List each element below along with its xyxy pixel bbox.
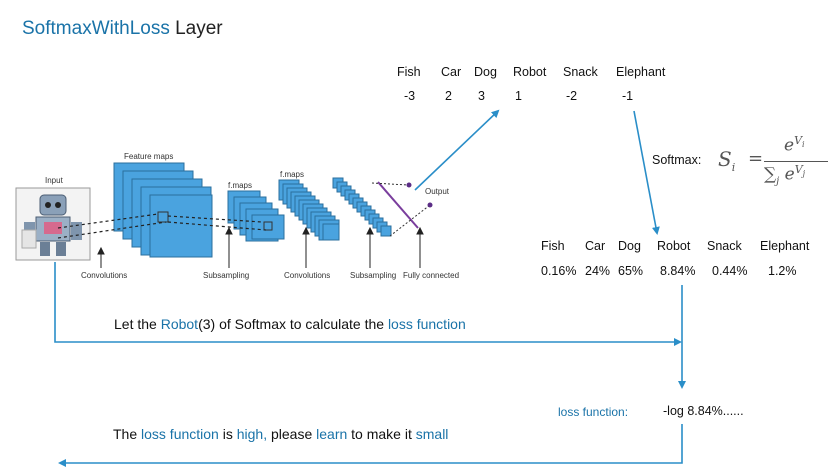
cnn-stage-arrows bbox=[97, 226, 424, 268]
score-class-fish: Fish bbox=[397, 65, 421, 79]
cnn-bottom-label-sub1: Subsampling bbox=[203, 271, 250, 280]
caption2-loss-function: loss function bbox=[141, 426, 219, 442]
caption2-part1: The bbox=[113, 426, 142, 442]
formula-den-sup: V bbox=[794, 163, 803, 176]
cnn-conv2-maps bbox=[278, 179, 340, 241]
prob-class-car: Car bbox=[585, 239, 606, 253]
cnn-bottom-label-conv1: Convolutions bbox=[81, 271, 128, 280]
caption-learn: The loss function is high, please learn … bbox=[113, 426, 448, 442]
cnn-feature-maps-label: Feature maps bbox=[124, 152, 174, 161]
caption2-high: high, bbox=[236, 426, 268, 442]
formula-den-sum: ∑ bbox=[764, 164, 777, 185]
prob-class-dog: Dog bbox=[618, 239, 641, 253]
prob-class-snack: Snack bbox=[707, 239, 742, 253]
caption2-part2: is bbox=[218, 426, 237, 442]
cnn-fmaps2-label: f.maps bbox=[280, 170, 305, 179]
cnn-bottom-label-conv2: Convolutions bbox=[284, 271, 331, 280]
formula-lhs-sub: i bbox=[731, 161, 736, 174]
score-class-snack: Snack bbox=[563, 65, 598, 79]
softmax-formula: Si = eVi ∑j eVj bbox=[718, 130, 828, 192]
caption2-learn: learn bbox=[316, 426, 348, 442]
prob-class-fish: Fish bbox=[541, 239, 565, 253]
cnn-input-label: Input bbox=[45, 176, 63, 185]
cnn-output-label: Output bbox=[425, 187, 450, 196]
score-class-robot: Robot bbox=[513, 65, 547, 79]
score-value-snack: -2 bbox=[566, 89, 578, 103]
caption1-part1: Let the bbox=[114, 316, 161, 332]
loss-function-label: loss function: bbox=[558, 405, 629, 419]
formula-lhs: S bbox=[718, 147, 732, 171]
loss-function-value: -log 8.84%...... bbox=[663, 404, 744, 418]
cnn-input-image bbox=[15, 187, 91, 261]
page-title: SoftmaxWithLoss Layer bbox=[22, 18, 223, 40]
prob-value-fish: 0.16% bbox=[541, 264, 577, 278]
prob-class-elephant: Elephant bbox=[760, 239, 810, 253]
prob-value-snack: 0.44% bbox=[712, 264, 748, 278]
formula-den-sup-sub: j bbox=[802, 169, 806, 179]
flow-arrows bbox=[54, 109, 686, 467]
formula-num-sup: V bbox=[794, 134, 803, 147]
score-value-elephant: -1 bbox=[622, 89, 634, 103]
prob-value-car: 24% bbox=[585, 264, 611, 278]
prob-value-elephant: 1.2% bbox=[768, 264, 797, 278]
cnn-subsampled-maps bbox=[227, 190, 285, 242]
caption2-part4: to make it bbox=[347, 426, 416, 442]
caption1-loss-function: loss function bbox=[387, 316, 466, 332]
score-class-dog: Dog bbox=[474, 65, 497, 79]
formula-num-sup-sub: i bbox=[802, 140, 805, 150]
score-value-robot: 1 bbox=[515, 89, 522, 103]
score-class-elephant: Elephant bbox=[616, 65, 666, 79]
formula-den: e bbox=[784, 164, 795, 185]
title-rest: Layer bbox=[169, 18, 223, 39]
prob-class-robot: Robot bbox=[657, 239, 691, 253]
formula-num: e bbox=[784, 135, 795, 156]
score-class-car: Car bbox=[441, 65, 462, 79]
formula-den-sum-sub: j bbox=[776, 176, 780, 188]
formula-fraction-bar bbox=[764, 161, 828, 162]
caption2-small: small bbox=[415, 426, 449, 442]
caption1-robot: Robot bbox=[160, 316, 199, 332]
cnn-bottom-label-fc: Fully connected bbox=[403, 271, 460, 280]
title-highlight: SoftmaxWithLoss bbox=[22, 18, 170, 39]
cnn-bottom-label-sub2: Subsampling bbox=[350, 271, 397, 280]
prob-value-dog: 65% bbox=[618, 264, 644, 278]
caption2-part3: please bbox=[267, 426, 317, 442]
cnn-fully-connected bbox=[371, 181, 433, 237]
score-value-car: 2 bbox=[445, 89, 452, 103]
cnn-sub2-maps bbox=[332, 177, 392, 237]
caption-calculate-loss: Let the Robot(3) of Softmax to calculate… bbox=[114, 316, 466, 332]
cnn-fmaps1-label: f.maps bbox=[228, 181, 253, 190]
cnn-dashed-connectors bbox=[57, 213, 267, 239]
score-value-dog: 3 bbox=[478, 89, 485, 103]
prob-value-robot: 8.84% bbox=[660, 264, 696, 278]
softmax-label: Softmax: bbox=[652, 153, 702, 167]
cnn-feature-maps bbox=[113, 162, 213, 258]
caption1-part2: (3) of Softmax to calculate the bbox=[198, 316, 388, 332]
score-value-fish: -3 bbox=[404, 89, 416, 103]
